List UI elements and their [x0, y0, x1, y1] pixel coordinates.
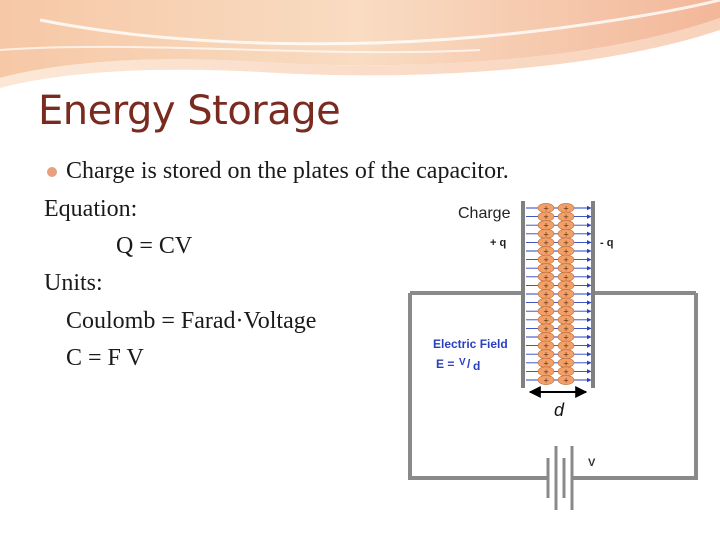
slide-title: Energy Storage — [38, 88, 341, 134]
plus-sign: + — [543, 325, 549, 333]
plus-sign: + — [563, 282, 569, 290]
header-decoration — [0, 0, 720, 88]
capacitor-plates — [521, 201, 595, 388]
plus-sign: + — [563, 213, 569, 221]
plus-sign: + — [563, 342, 569, 350]
plus-sign: + — [563, 256, 569, 264]
plus-sign: + — [563, 359, 569, 367]
plus-sign: + — [563, 351, 569, 359]
plus-sign: + — [563, 325, 569, 333]
charge-dot — [557, 375, 575, 385]
plus-sign: + — [543, 299, 549, 307]
plus-sign: + — [543, 334, 549, 342]
bullet-icon — [47, 167, 57, 177]
plus-sign: + — [543, 205, 549, 213]
equation-heading: Equation: — [44, 196, 138, 222]
plus-sign: + — [543, 265, 549, 273]
plus-sign: + — [543, 291, 549, 299]
plus-sign: + — [563, 308, 569, 316]
svg-text:d: d — [473, 359, 480, 373]
svg-text:E =: E = — [436, 357, 454, 371]
equation: Q = CV — [116, 233, 193, 259]
plus-sign: + — [563, 222, 569, 230]
plus-sign: + — [543, 342, 549, 350]
distance-label: d — [554, 400, 565, 420]
charge-label: Charge — [458, 205, 511, 222]
plus-sign: + — [563, 248, 569, 256]
minus-q-label: - q — [600, 237, 613, 249]
plus-sign: + — [563, 377, 569, 385]
svg-text:/: / — [467, 357, 471, 371]
bullet-text: Charge is stored on the plates of the ca… — [66, 158, 509, 184]
plus-sign: + — [563, 316, 569, 324]
plus-sign: + — [563, 205, 569, 213]
plus-sign: + — [543, 282, 549, 290]
plus-q-label: + q — [490, 237, 506, 249]
plus-sign: + — [543, 368, 549, 376]
field-equation: E = V / d — [436, 357, 480, 373]
battery-icon — [546, 446, 574, 510]
plus-sign: + — [543, 273, 549, 281]
plus-sign: + — [563, 265, 569, 273]
units-relation: Coulomb = Farad·Voltage — [66, 308, 317, 334]
plus-sign: + — [543, 248, 549, 256]
plus-sign: + — [563, 368, 569, 376]
plus-sign: + — [543, 230, 549, 238]
plus-sign: + — [543, 222, 549, 230]
plus-sign: + — [543, 308, 549, 316]
plus-sign: + — [563, 299, 569, 307]
charge-column: ++++++++++++++++++++++++++++++++++++++++… — [537, 203, 575, 385]
plus-sign: + — [543, 316, 549, 324]
electric-field-label: Electric Field — [433, 337, 508, 351]
plus-sign: + — [563, 239, 569, 247]
circuit-wire — [408, 291, 698, 480]
units-heading: Units: — [44, 270, 103, 296]
voltage-label: V — [588, 457, 596, 469]
charge-dot — [537, 375, 555, 385]
plus-sign: + — [543, 213, 549, 221]
plus-sign: + — [563, 291, 569, 299]
plus-sign: + — [563, 334, 569, 342]
plus-sign: + — [543, 239, 549, 247]
plus-sign: + — [543, 377, 549, 385]
capacitor-diagram: ++++++++++++++++++++++++++++++++++++++++… — [398, 196, 712, 520]
svg-text:V: V — [459, 357, 466, 368]
plus-sign: + — [543, 256, 549, 264]
plus-sign: + — [543, 359, 549, 367]
plus-sign: + — [563, 230, 569, 238]
units-abbrev: C = F V — [66, 345, 144, 371]
plus-sign: + — [543, 351, 549, 359]
plus-sign: + — [563, 273, 569, 281]
